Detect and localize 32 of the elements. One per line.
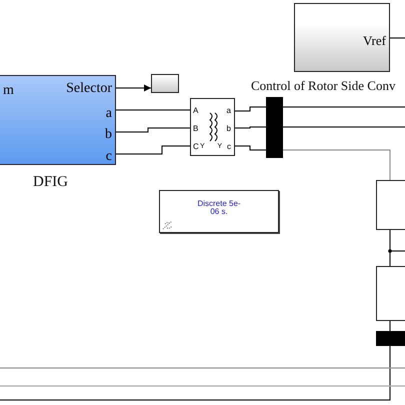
port-label: Selector bbox=[66, 82, 112, 96]
block-caption: Control of Rotor Side Conv bbox=[251, 79, 396, 92]
wire bbox=[282, 126, 405, 128]
wire bbox=[234, 146, 266, 150]
wire bbox=[116, 146, 190, 154]
port-label: A bbox=[193, 107, 198, 115]
display-block bbox=[151, 74, 179, 93]
port-label: a bbox=[106, 107, 112, 121]
signal-arrow bbox=[116, 84, 152, 92]
wire bbox=[0, 346, 390, 400]
transformer-block bbox=[190, 98, 235, 156]
converter-block bbox=[376, 180, 405, 230]
converter-block bbox=[376, 266, 405, 321]
wire bbox=[282, 150, 390, 180]
wire bbox=[116, 128, 190, 132]
bus-bar bbox=[266, 97, 283, 158]
port-label: C bbox=[193, 143, 199, 151]
port-label: a bbox=[226, 107, 231, 115]
wire bbox=[282, 106, 405, 108]
port-label: m bbox=[3, 84, 14, 98]
port-label: Vref bbox=[362, 34, 386, 47]
port-label: c bbox=[106, 150, 112, 164]
powergui-block bbox=[159, 190, 279, 233]
port-label: b bbox=[105, 128, 112, 142]
wire bbox=[234, 106, 266, 112]
block-caption: DFIG bbox=[33, 175, 68, 190]
bus-bar bbox=[376, 331, 405, 346]
port-label: b bbox=[226, 125, 231, 133]
port-label: B bbox=[193, 125, 198, 133]
wire bbox=[234, 126, 266, 128]
solver-text: Discrete 5e-06 s. bbox=[196, 200, 242, 216]
port-label: c bbox=[227, 143, 231, 151]
